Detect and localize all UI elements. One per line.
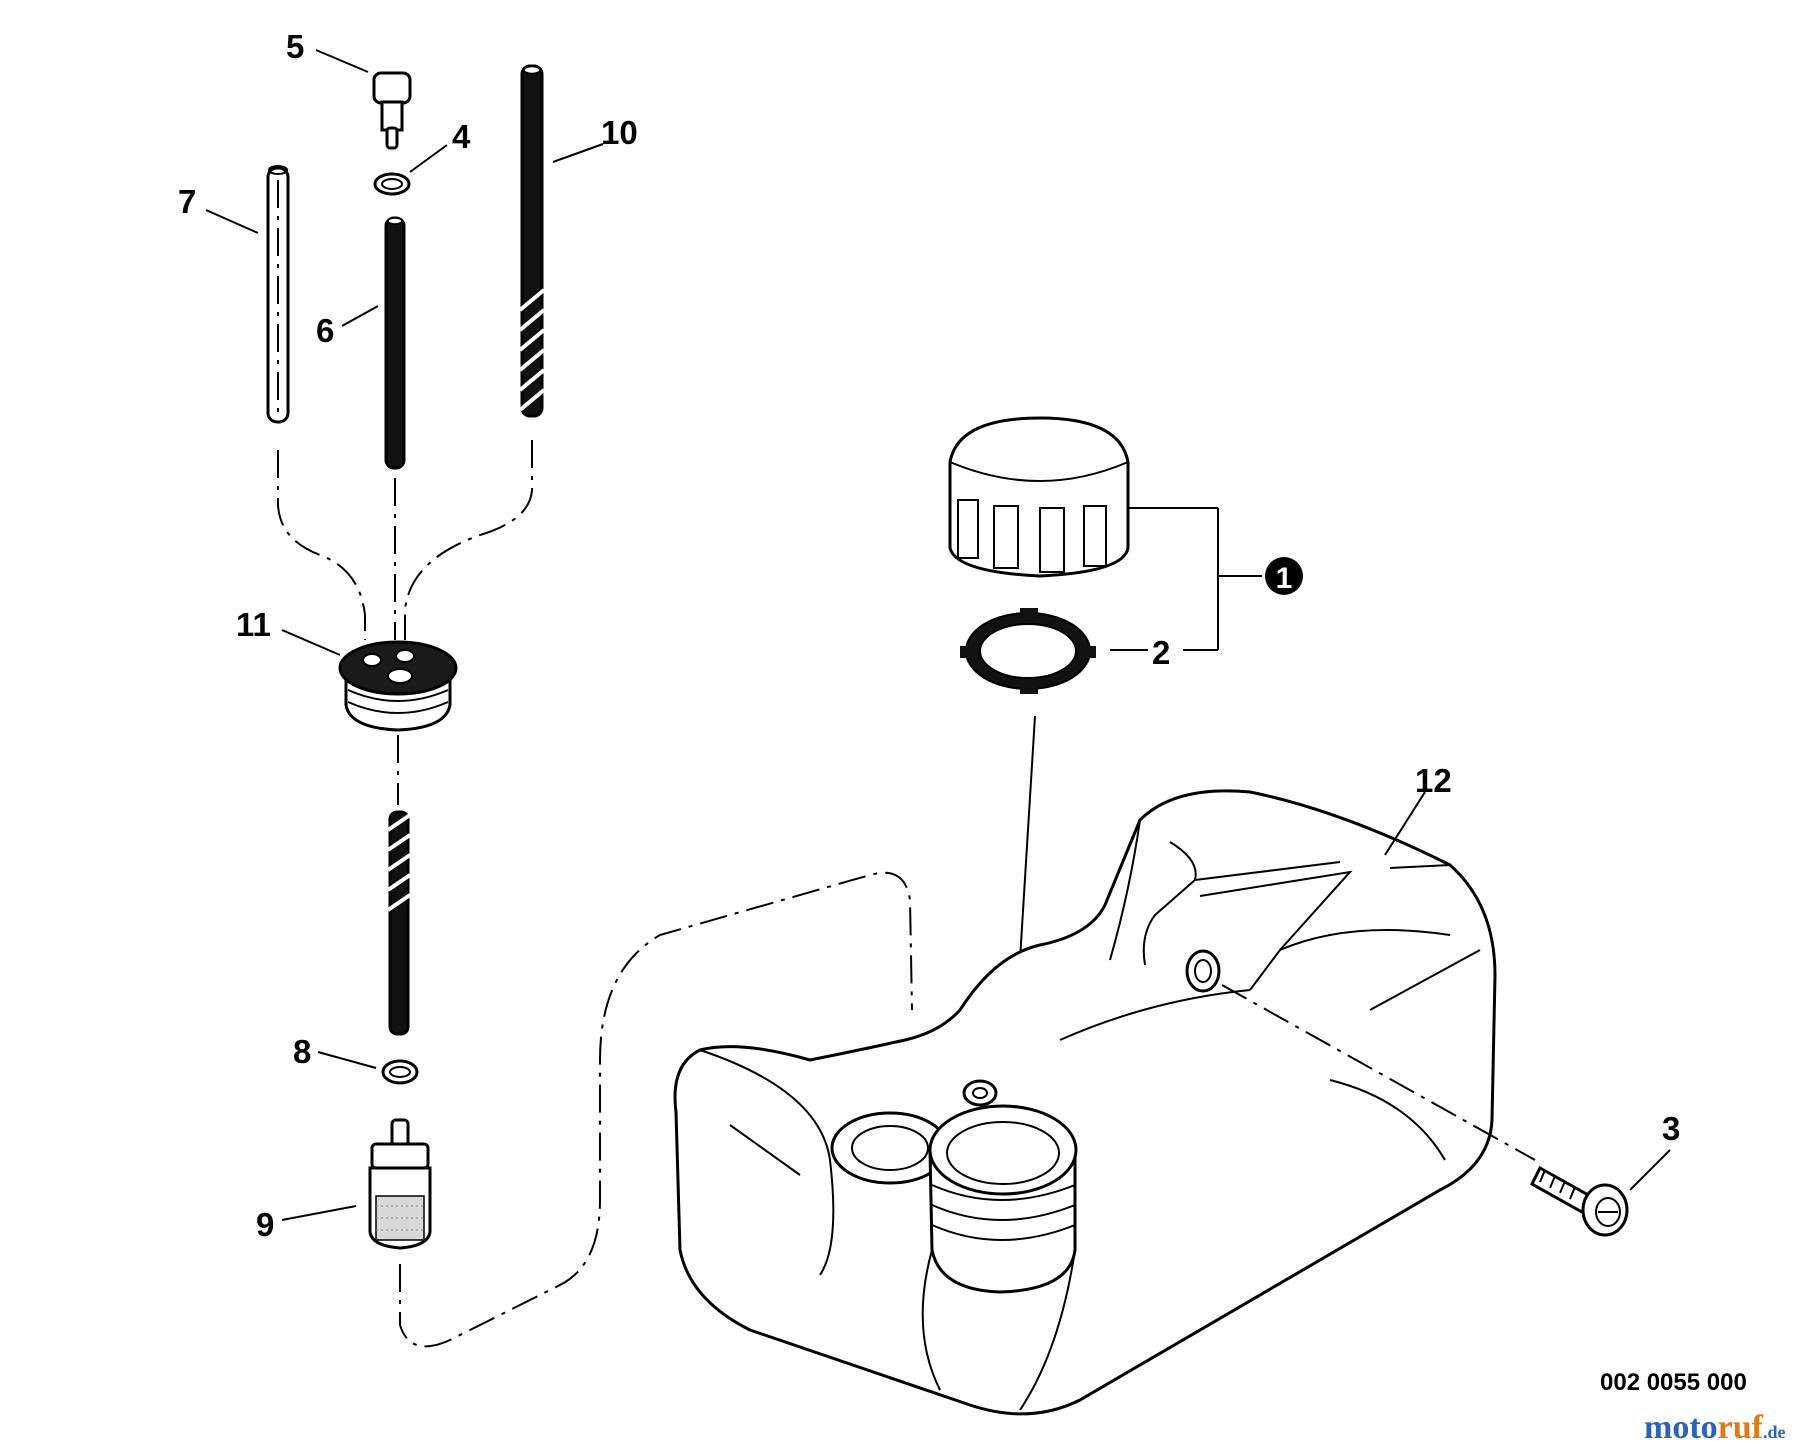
part-1-fuel-cap xyxy=(948,416,1130,578)
part-11-grommet xyxy=(338,640,458,732)
callout-5: 5 xyxy=(286,28,304,65)
callout-11: 11 xyxy=(236,606,271,643)
leader-lines xyxy=(205,49,1671,1221)
part-7-clear-tube xyxy=(266,165,290,424)
part-9-fuel-filter xyxy=(368,1118,432,1250)
callout-3: 3 xyxy=(1662,1110,1680,1147)
callout-8: 8 xyxy=(293,1033,311,1070)
part-5-fitting xyxy=(372,71,412,150)
routing-line-10 xyxy=(404,440,533,640)
part-12-fuel-tank xyxy=(673,789,1497,1416)
callout-9: 9 xyxy=(256,1206,274,1243)
callout-12: 12 xyxy=(1415,762,1452,799)
part-8-clip xyxy=(381,1059,419,1085)
part-6-fuel-hose xyxy=(384,216,406,470)
part-10-long-hose xyxy=(518,64,546,418)
callout-10: 10 xyxy=(601,114,638,151)
routing-line-7 xyxy=(277,450,366,640)
routing-line-pickup xyxy=(399,871,913,1348)
callout-6: 6 xyxy=(316,312,334,349)
screw-alignment-line xyxy=(1221,984,1536,1161)
part-2-cap-gasket xyxy=(960,608,1096,694)
svg-text:motoruf.de: motoruf.de xyxy=(1644,1409,1785,1444)
callout-2: 2 xyxy=(1152,634,1170,671)
drawing-number: 002 0055 000 xyxy=(1600,1369,1747,1396)
part-1-bracket xyxy=(1128,507,1303,651)
part-4-clip-ring xyxy=(373,172,411,196)
callout-1: 1 xyxy=(1276,562,1293,595)
callout-7: 7 xyxy=(178,183,196,220)
callout-4: 4 xyxy=(452,118,471,155)
part-3-screw xyxy=(1530,1165,1629,1237)
lower-fuel-hose xyxy=(386,810,412,1036)
watermark-logo: motoruf.de xyxy=(1644,1409,1785,1444)
